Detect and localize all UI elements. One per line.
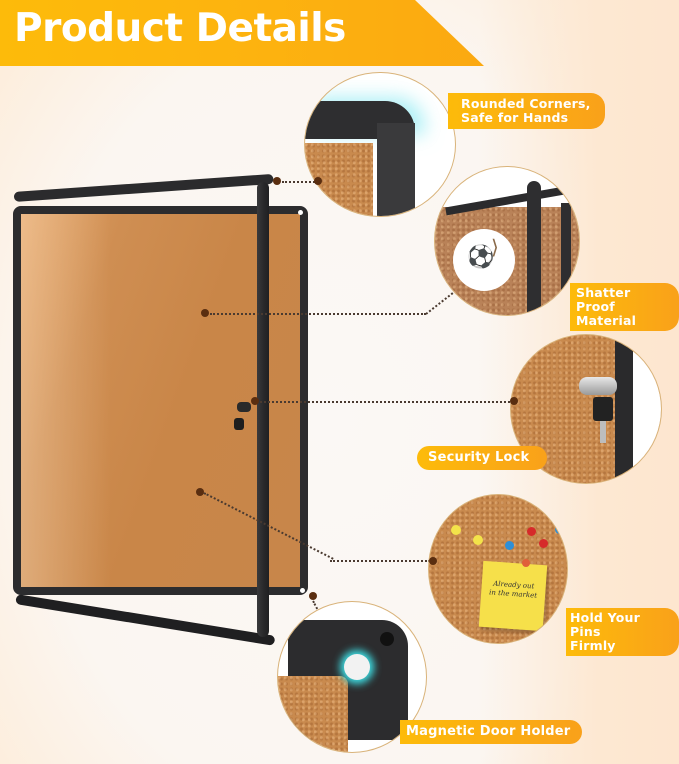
open-door-side-rail [257, 182, 269, 637]
pointer-dot-corner-end [314, 177, 322, 185]
feature-label-line: Firmly [570, 638, 616, 653]
pin-blue-icon [505, 541, 514, 550]
pointer-dot-material [201, 309, 209, 317]
feature-label-magnetic-holder: Magnetic Door Holder [400, 720, 583, 744]
feature-label-line: Safe for Hands [461, 110, 569, 125]
pointer-dot-pins [196, 488, 204, 496]
page-title: Product Details [14, 6, 346, 51]
feature-label-line: Shatter [576, 285, 631, 300]
feature-label-line: Proof Material [576, 299, 637, 328]
glass-reflection [21, 214, 111, 587]
detail-circle-rounded-corner [304, 72, 456, 217]
pin-red-icon [527, 527, 536, 536]
detail-circle-shatter-proof: ⚽ ⟩ [434, 166, 580, 316]
pointer-dot-lock-end [510, 397, 518, 405]
lock-cylinder-icon [579, 377, 617, 395]
frame-rail-right [561, 203, 571, 315]
pointer-dot-lock [251, 397, 259, 405]
frame-rail [615, 335, 633, 483]
feature-label-line: Security Lock [428, 450, 530, 465]
shield-deflect-icon: ⟩ [491, 235, 499, 259]
pushpin-icon [522, 559, 530, 567]
feature-label-line: Magnetic Door Holder [406, 724, 571, 739]
soccer-ball-icon: ⚽ [467, 245, 495, 270]
header-banner [0, 0, 484, 66]
impact-icon-badge: ⚽ ⟩ [453, 229, 515, 291]
lock-icon [237, 402, 251, 412]
feature-label-line: Hold Your Pins [570, 610, 640, 639]
feature-label-hold-pins: Hold Your Pins Firmly [566, 608, 679, 656]
key-icon [234, 418, 244, 430]
door-rail [527, 181, 541, 315]
magnet-icon [344, 654, 370, 680]
feature-label-line: Rounded Corners, [461, 96, 591, 111]
pin-yellow-icon [451, 525, 461, 535]
pin-yellow-icon [473, 535, 483, 545]
hinge-top-icon [298, 210, 303, 215]
sticky-note: Already out in the market [478, 560, 548, 632]
pointer-dot-pins-end [429, 557, 437, 565]
feature-label-rounded-corners: Rounded Corners, Safe for Hands [448, 93, 605, 129]
pointer-dot-corner [273, 177, 281, 185]
detail-circle-pins: Already out in the market [428, 494, 568, 644]
connector-line-lock [260, 401, 510, 403]
pointer-dot-magnet [309, 592, 317, 600]
pin-blue-icon [555, 525, 564, 534]
key-blade-icon [600, 421, 606, 443]
connector-line-pins-2 [330, 560, 430, 562]
circle-edge [633, 335, 661, 483]
hinge-bottom-icon [300, 588, 305, 593]
frame-corner-side [377, 123, 415, 216]
cork-surface [278, 676, 348, 752]
connector-line-material-1 [210, 313, 426, 315]
screw-hole-icon [380, 632, 394, 646]
feature-label-shatter-proof: Shatter Proof Material [570, 283, 679, 331]
feature-label-security-lock: Security Lock [417, 446, 548, 470]
key-head-icon [593, 397, 613, 421]
connector-line-corner [282, 181, 318, 183]
pin-red-icon [539, 539, 548, 548]
